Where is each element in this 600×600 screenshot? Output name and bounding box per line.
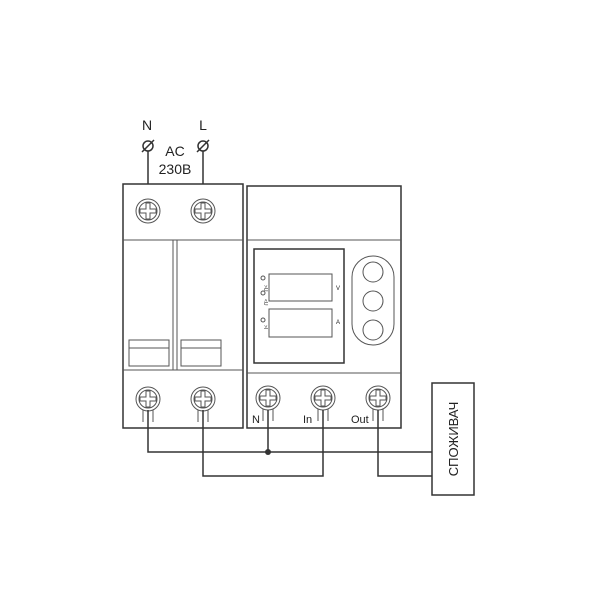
terminal-n-label: N — [252, 414, 260, 426]
relay-button[interactable] — [362, 290, 384, 312]
relay-button[interactable] — [362, 319, 384, 341]
ac-label: AC — [165, 143, 184, 159]
under-voltage-label: <U — [262, 299, 268, 306]
screw-icon — [135, 386, 161, 422]
voltage-unit: V — [336, 286, 340, 292]
voltage-relay: >U <U >I V A — [246, 185, 402, 429]
screw-terminal-icon — [135, 198, 391, 422]
relay-button[interactable] — [362, 261, 384, 283]
wires — [147, 410, 432, 477]
screw-icon — [190, 198, 216, 224]
line-label: L — [199, 117, 207, 133]
terminal-in-label: In — [303, 414, 312, 426]
terminal-out-label: Out — [351, 414, 369, 426]
led-indicator-icon — [260, 275, 266, 323]
load-box — [431, 382, 475, 496]
screw-icon — [135, 198, 161, 224]
circuit-breaker — [122, 183, 244, 429]
load-label: СПОЖИВАЧ — [446, 402, 461, 476]
over-voltage-label: >U — [262, 285, 268, 292]
neutral-label: N — [142, 117, 152, 133]
over-current-label: >I — [262, 325, 268, 329]
current-unit: A — [336, 320, 340, 326]
voltage-label: 230B — [159, 161, 192, 177]
